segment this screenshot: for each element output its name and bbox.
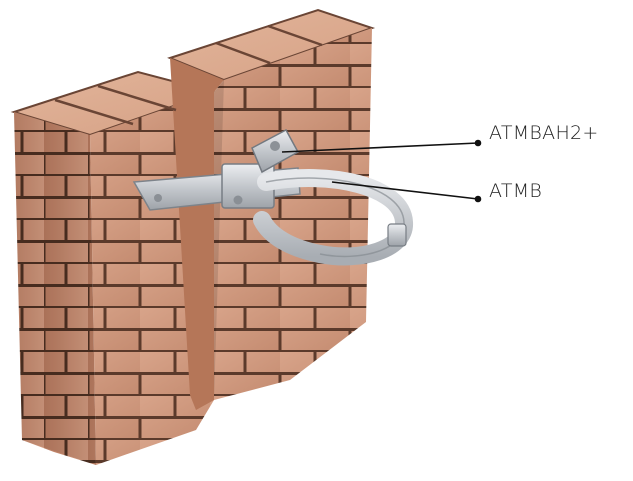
clamp-tab [388, 224, 406, 246]
callout-label-atmbah2: ATMBAH2+ [489, 122, 599, 144]
brick-pier-right [170, 10, 372, 410]
bolt-icon [234, 196, 243, 205]
callout-label-atmb: ATMB [489, 180, 542, 202]
leader-dot-atmb [476, 197, 481, 202]
bolt-icon [270, 141, 280, 151]
leader-dot-atmbah2 [476, 141, 481, 146]
bolt-icon [154, 194, 162, 202]
pier-right-front [214, 28, 372, 400]
